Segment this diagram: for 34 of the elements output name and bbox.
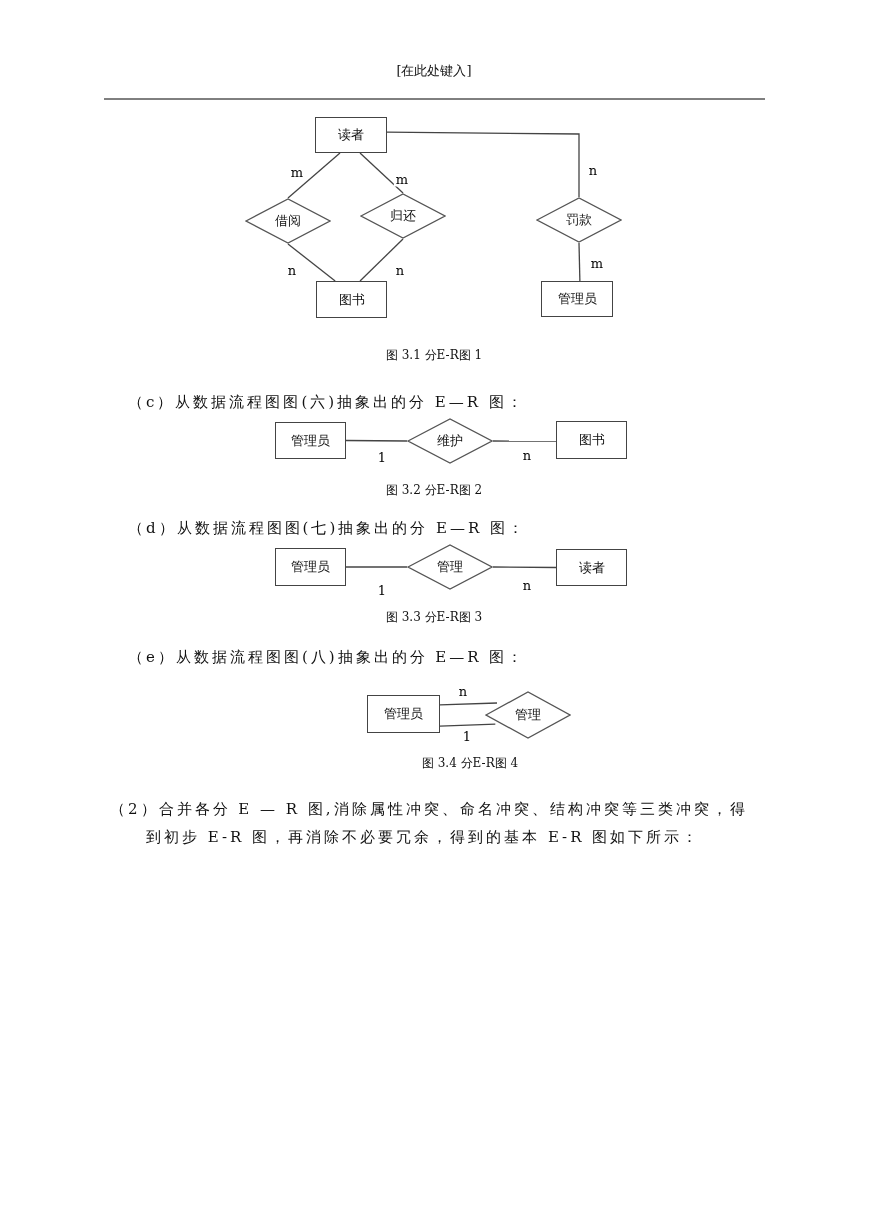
entity-box: 管理员 — [275, 548, 346, 586]
connector-line — [359, 152, 404, 194]
entity-box: 管理员 — [541, 281, 613, 317]
connector-line — [345, 439, 408, 442]
entity-box: 管理员 — [275, 422, 346, 459]
connector-line — [439, 723, 496, 727]
connector-line — [287, 243, 336, 282]
relationship-diamond: 借阅 — [245, 198, 331, 244]
connector-line — [287, 152, 341, 199]
entity-box: 读者 — [556, 549, 627, 586]
connector-line — [439, 702, 498, 706]
connector-line — [359, 238, 404, 282]
section-text: （c）从数据流程图图(六)抽象出的分 E—R 图： — [128, 392, 526, 413]
connector-line — [492, 566, 557, 569]
entity-box: 读者 — [315, 117, 387, 153]
entity-box: 管理员 — [367, 695, 440, 733]
figure-caption: 图 3.4 分E-R图 4 — [420, 755, 520, 772]
relationship-diamond: 维护 — [407, 418, 493, 464]
section-text: （d）从数据流程图图(七)抽象出的分 E—R 图： — [128, 518, 528, 539]
page-header: [在此处键入] — [395, 62, 473, 80]
relationship-diamond: 管理 — [407, 544, 493, 590]
connector-line — [492, 440, 557, 442]
figure-caption: 图 3.3 分E-R图 3 — [384, 609, 484, 626]
entity-box: 图书 — [556, 421, 627, 459]
relationship-diamond: 管理 — [485, 691, 571, 739]
connector-line — [345, 566, 408, 568]
paragraph-text: （2）合并各分 E — R 图,消除属性冲突、命名冲突、结构冲突等三类冲突，得到初步 E-R 图，再消除不必要冗余，得到的基本 E-R 图如下所示： — [110, 799, 749, 848]
section-text: （e）从数据流程图图(八)抽象出的分 E—R 图： — [128, 647, 527, 668]
connector-line — [386, 131, 580, 198]
connector-line — [578, 242, 581, 282]
relationship-diamond: 罚款 — [536, 197, 622, 243]
entity-box: 图书 — [316, 281, 387, 318]
figure-caption: 图 3.2 分E-R图 2 — [384, 482, 484, 499]
figure-caption: 图 3.1 分E-R图 1 — [384, 347, 484, 364]
